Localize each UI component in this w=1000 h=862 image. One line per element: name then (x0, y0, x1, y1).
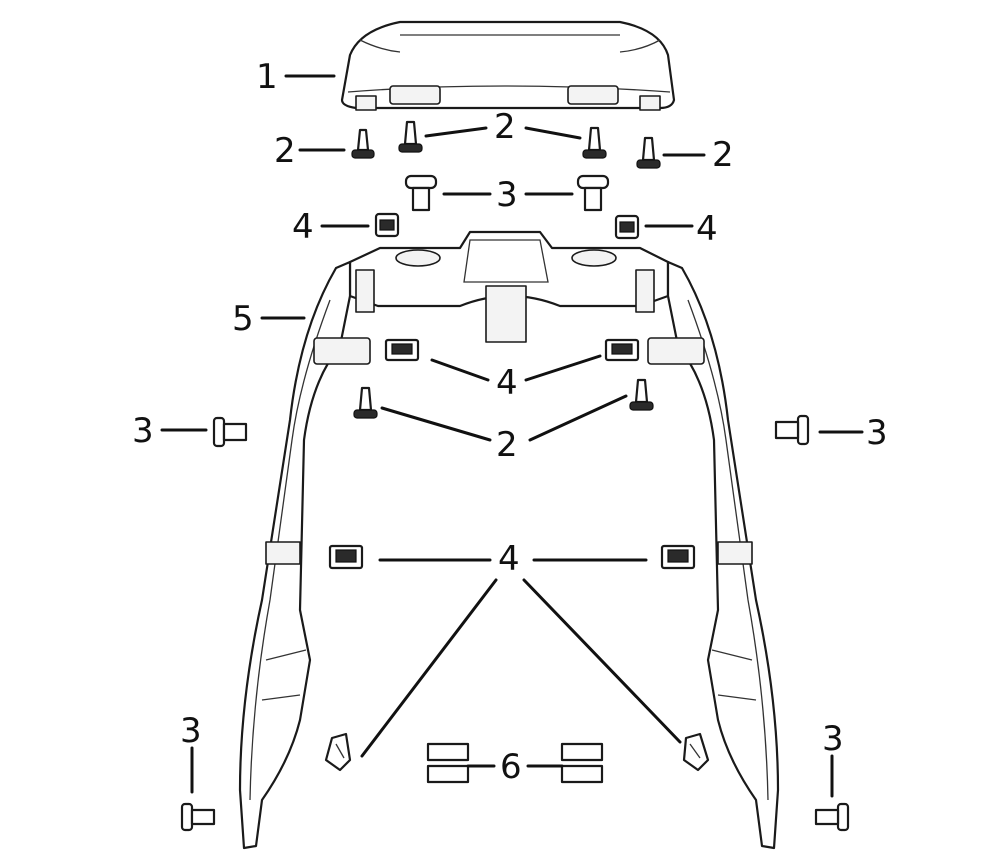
screw-2a (351, 128, 375, 159)
clip-4g (324, 732, 352, 772)
callout-4-lower: 4 (498, 539, 520, 579)
screw-2c (582, 126, 607, 159)
bolt-3c (212, 416, 248, 448)
leader-lines (160, 74, 864, 798)
callout-2-right: 2 (712, 135, 734, 175)
bolt-3d (774, 414, 810, 446)
screw-2d (636, 136, 661, 169)
callout-3-left: 3 (132, 411, 154, 451)
callout-2-left: 2 (274, 131, 296, 171)
clip-4d (604, 338, 640, 362)
part-4-clips (324, 212, 710, 772)
part-3-bushings (180, 174, 850, 832)
part-2-screws (351, 120, 661, 419)
clip-4e (328, 544, 364, 570)
callout-labels: 1 2 2 2 2 3 3 3 3 3 4 4 4 4 5 6 (132, 57, 888, 787)
clip-4b (614, 214, 640, 240)
part-5-rear-frame (238, 230, 780, 850)
callout-4-middle: 4 (496, 363, 518, 403)
callout-3-top: 3 (496, 175, 518, 215)
clip-4f (660, 544, 696, 570)
callout-1: 1 (256, 57, 278, 97)
bolt-3e (180, 802, 216, 832)
callout-4-upper-left: 4 (292, 207, 314, 247)
callout-6: 6 (500, 747, 522, 787)
screw-2b (398, 120, 423, 153)
callout-3-bottom-left: 3 (180, 711, 202, 751)
callout-3-right: 3 (866, 413, 888, 453)
callout-5: 5 (232, 299, 254, 339)
part-6-pads (426, 742, 604, 784)
clip-4a (374, 212, 400, 238)
screw-2f (629, 378, 654, 411)
callout-2-top: 2 (494, 107, 516, 147)
bushing-3b (576, 174, 610, 212)
callout-3-bottom-right: 3 (822, 719, 844, 759)
bushing-3a (404, 174, 438, 212)
bolt-3f (814, 802, 850, 832)
callout-2-middle: 2 (496, 425, 518, 465)
clip-4h (682, 732, 710, 772)
callout-4-upper-right: 4 (696, 209, 718, 249)
part-1-top-cover (340, 20, 676, 111)
screw-2e (353, 386, 378, 419)
clip-4c (384, 338, 420, 362)
